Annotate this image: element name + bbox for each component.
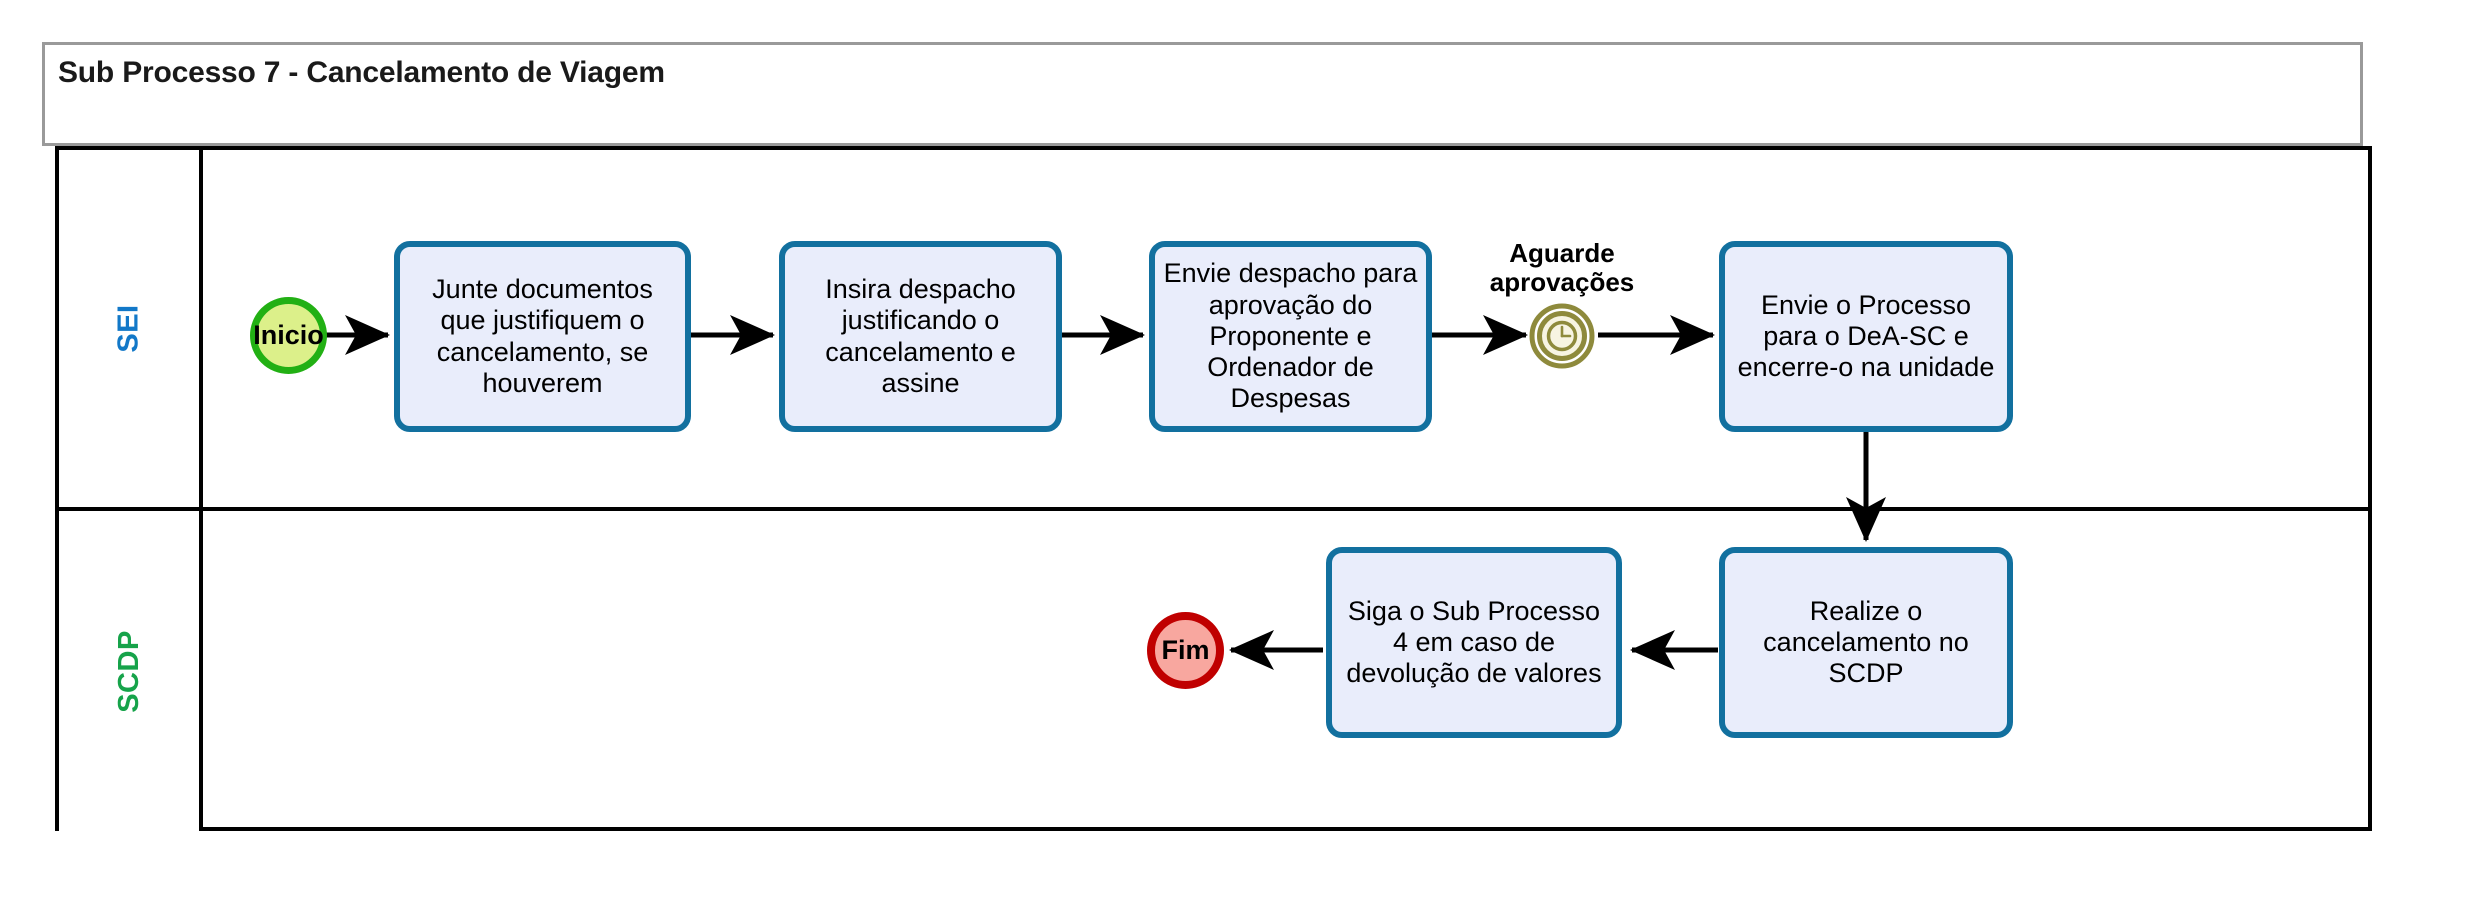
diagram-title-box <box>42 42 2363 146</box>
timer-intermediate-event[interactable] <box>1529 303 1595 369</box>
task-label: Envie o Processo para o DeA-SC e encerre… <box>1737 289 1995 383</box>
lane-header-scdp: SCDP <box>59 511 203 831</box>
clock-icon <box>1529 303 1595 369</box>
task-label: Insira despacho justificando o cancelame… <box>825 273 1016 398</box>
end-event[interactable]: Fim <box>1147 612 1224 689</box>
task-label: Junte documentos que justifiquem o cance… <box>432 273 653 398</box>
page-title: Sub Processo 7 - Cancelamento de Viagem <box>58 56 665 89</box>
task-realize-cancelamento-scdp[interactable]: Realize o cancelamento no SCDP <box>1719 547 2013 738</box>
lane-label-sei: SEI <box>112 304 145 353</box>
lane-label-scdp: SCDP <box>112 629 145 713</box>
task-junte-documentos[interactable]: Junte documentos que justifiquem o cance… <box>394 241 691 432</box>
task-envie-processo-dea-sc[interactable]: Envie o Processo para o DeA-SC e encerre… <box>1719 241 2013 432</box>
timer-caption-line2: aprovações <box>1489 266 1635 297</box>
start-event-label: Inicio <box>253 320 324 350</box>
task-label: Envie despacho para aprovação do Propone… <box>1163 258 1418 414</box>
lane-header-sei: SEI <box>59 150 203 507</box>
task-envie-despacho-aprovacao[interactable]: Envie despacho para aprovação do Propone… <box>1149 241 1432 432</box>
lane-scdp: SCDP <box>59 511 2368 831</box>
task-siga-sub-processo-4[interactable]: Siga o Sub Processo 4 em caso de devoluç… <box>1326 547 1622 738</box>
task-label: Realize o cancelamento no SCDP <box>1763 595 1969 689</box>
end-event-label: Fim <box>1161 635 1210 665</box>
timer-caption-line1: Aguarde <box>1509 238 1615 268</box>
task-label: Siga o Sub Processo 4 em caso de devoluç… <box>1346 595 1602 689</box>
task-insira-despacho[interactable]: Insira despacho justificando o cancelame… <box>779 241 1062 432</box>
timer-event-caption: Aguarde aprovações <box>1442 239 1682 296</box>
lane-sei: SEI <box>59 150 2368 511</box>
start-event[interactable]: Inicio <box>250 297 327 374</box>
